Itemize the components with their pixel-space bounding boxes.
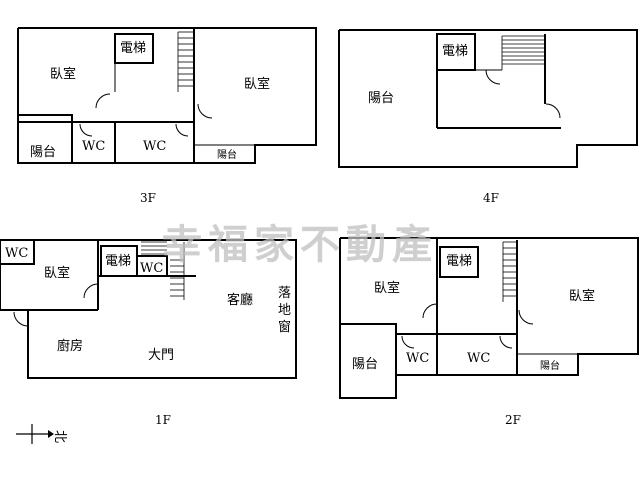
floor-2f: 臥室 電梯 臥室 陽台 WC WC 陽台 2F	[339, 237, 639, 427]
room-label: 陽台	[217, 148, 237, 161]
room-label: 臥室	[374, 280, 400, 296]
staircase	[177, 31, 194, 92]
room-label: WC	[467, 351, 490, 366]
room-label: 電梯	[120, 41, 146, 56]
balcony-3f-box	[17, 114, 73, 164]
room-label: 廚房	[57, 338, 83, 354]
door-arc	[95, 93, 111, 109]
floor-3f: 臥室 電梯 臥室 陽台 WC WC 陽台 3F	[17, 27, 317, 205]
room-label: 陽台	[540, 359, 560, 372]
floor-label: 1F	[155, 413, 171, 427]
floor-label: 3F	[140, 191, 156, 205]
watermark: 幸福家不動產	[162, 222, 438, 268]
elevator-shaft	[439, 246, 479, 278]
room-label: 電梯	[442, 44, 468, 59]
door-arc	[175, 123, 189, 137]
door-arc	[79, 123, 93, 137]
room-label: 陽台	[30, 145, 56, 160]
north-arrow-icon	[16, 424, 54, 444]
wc-corner-box	[0, 239, 35, 265]
door-arc	[545, 103, 561, 119]
door-arc	[197, 103, 213, 119]
room-label: WC	[140, 261, 163, 276]
floor-label: 2F	[505, 413, 521, 427]
door-arc	[499, 335, 513, 349]
wc-box	[136, 255, 168, 277]
room-label: 陽台	[368, 91, 394, 106]
room-label: 電梯	[446, 254, 472, 269]
door-arc	[401, 335, 415, 349]
room-label: WC	[5, 246, 28, 261]
door-arc	[518, 309, 534, 325]
floor-label: 4F	[483, 191, 499, 205]
room-label: 臥室	[569, 288, 595, 304]
door-arc	[83, 283, 99, 299]
floor-1f: WC 臥室 電梯 WC 客廳 廚房 大門 落 地 窗 1F	[0, 239, 297, 427]
door-arc	[13, 311, 29, 327]
floor-4f: 電梯 陽台 4F	[338, 29, 638, 205]
room-label: 大門	[148, 348, 174, 363]
room-label: WC	[143, 139, 166, 154]
north-label: 北	[52, 430, 67, 443]
staircase	[502, 241, 517, 302]
room-label: WC	[82, 139, 105, 154]
door-arc	[485, 69, 501, 85]
window-label: 落	[278, 286, 291, 301]
door-arc	[422, 303, 438, 319]
staircase	[141, 241, 185, 300]
room-label: 陽台	[352, 357, 378, 372]
room-label: WC	[406, 351, 429, 366]
window-label: 窗	[278, 319, 291, 335]
room-label: 臥室	[244, 76, 270, 92]
room-label: 電梯	[105, 254, 131, 269]
room-label: 客廳	[227, 292, 253, 308]
staircase	[501, 35, 545, 70]
room-label: 臥室	[44, 265, 70, 281]
room-label: 臥室	[50, 66, 76, 82]
window-label: 地	[278, 303, 291, 318]
